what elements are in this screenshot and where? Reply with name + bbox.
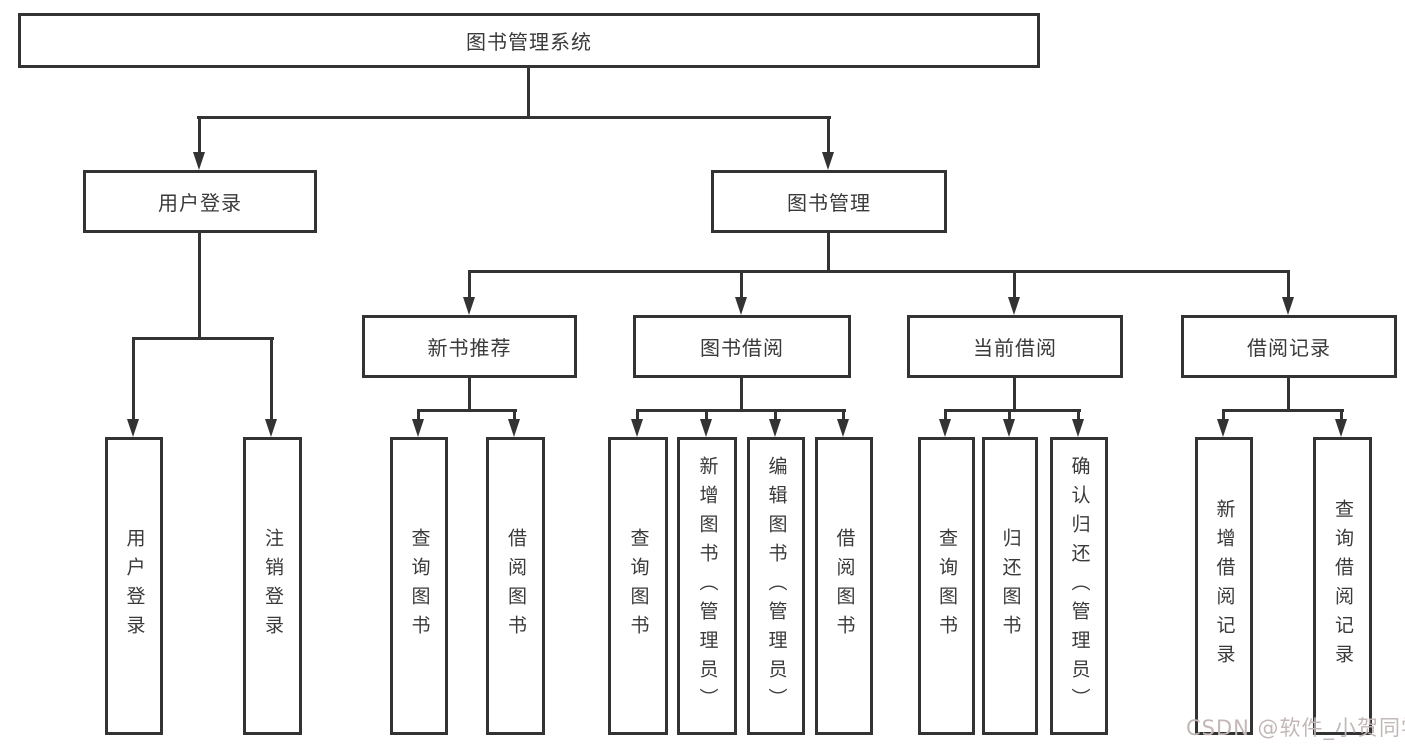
arrow-to-rec-query [412,419,424,437]
connector-to-cb-confirm [1077,412,1080,419]
arrow-to-book-borrow [735,297,747,315]
arrow-to-leaf-user-login [127,419,139,437]
connector-to-br-add [1222,412,1225,419]
arrow-to-book-mgmt [822,152,834,170]
connector-root-bar [197,116,831,119]
leaf-bb-edit-books-admin: 编辑图书（管理员） [747,437,805,735]
arrow-to-bb-edit [769,419,781,437]
leaf-rec-borrow-books: 借阅图书 [486,437,545,735]
connector-to-bb-add [705,412,708,419]
connector-to-rec-borrow [513,412,516,419]
connector-to-borrow-records [1287,273,1290,297]
leaf-cb-return-books: 归还图书 [982,437,1038,735]
node-root-system: 图书管理系统 [18,13,1040,68]
arrow-to-bb-borrow [837,419,849,437]
leaf-cb-return-books-label: 归还图书 [999,528,1022,644]
leaf-user-login: 用户登录 [105,437,163,735]
connector-to-cb-return [1008,412,1011,419]
connector-to-current-borrow [1013,273,1016,297]
leaf-bb-query-books: 查询图书 [608,437,668,735]
connector-book-borrow-bar [636,409,846,412]
arrow-to-cb-return [1003,419,1015,437]
arrow-to-current-borrow [1008,297,1020,315]
leaf-cb-confirm-return-admin: 确认归还（管理员） [1050,437,1108,735]
leaf-bb-borrow-books: 借阅图书 [815,437,873,735]
leaf-bb-add-books-admin: 新增图书（管理员） [677,437,737,735]
csdn-watermark: CSDN @软件_小贺同学 [1186,716,1405,740]
connector-to-leaf-user-login [132,340,135,419]
connector-book-borrow-stem [740,378,743,409]
leaf-logout: 注销登录 [243,437,302,735]
arrow-to-leaf-logout [265,419,277,437]
connector-borrow-records-stem [1287,378,1290,409]
connector-user-login-bar [132,337,274,340]
leaf-logout-label: 注销登录 [262,528,284,644]
arrow-to-user-login [193,152,205,170]
connector-book-mgmt-stem [827,233,830,270]
arrow-to-new-book-rec [463,297,475,315]
connector-to-rec-query [417,412,420,419]
leaf-bb-add-books-admin-label: 新增图书（管理员） [696,455,719,717]
connector-borrow-records-bar [1222,409,1344,412]
leaf-br-add-record: 新增借阅记录 [1195,437,1253,735]
connector-to-bb-edit [774,412,777,419]
leaf-br-query-record-label: 查询借阅记录 [1332,499,1354,673]
leaf-rec-query-books: 查询图书 [390,437,448,735]
connector-to-cb-query [944,412,947,419]
connector-book-mgmt-bar [468,270,1290,273]
connector-to-book-mgmt [827,119,830,152]
arrow-to-bb-add [700,419,712,437]
arrow-to-br-add [1217,419,1229,437]
node-new-book-rec: 新书推荐 [362,315,577,378]
connector-current-borrow-stem [1013,378,1016,409]
leaf-bb-edit-books-admin-label: 编辑图书（管理员） [765,455,788,717]
connector-to-bb-borrow [842,412,845,419]
connector-new-book-rec-stem [468,378,471,409]
connector-to-bb-query [636,412,639,419]
leaf-cb-confirm-return-admin-label: 确认归还（管理员） [1068,455,1091,717]
node-borrow-records: 借阅记录 [1181,315,1397,378]
arrow-to-rec-borrow [508,419,520,437]
leaf-cb-query-books: 查询图书 [918,437,975,735]
connector-to-leaf-logout [270,340,273,419]
leaf-br-query-record: 查询借阅记录 [1313,437,1372,735]
leaf-rec-query-books-label: 查询图书 [408,528,431,644]
node-current-borrow: 当前借阅 [907,315,1123,378]
node-book-borrow: 图书借阅 [633,315,851,378]
connector-user-login-stem [198,233,201,337]
arrow-to-cb-query [939,419,951,437]
connector-root-stem [527,68,530,118]
connector-new-book-rec-bar [417,409,517,412]
leaf-cb-query-books-label: 查询图书 [936,528,958,644]
arrow-to-borrow-records [1282,297,1294,315]
arrow-to-cb-confirm [1072,419,1084,437]
connector-current-borrow-bar [944,409,1081,412]
connector-to-user-login [198,119,201,152]
node-user-login: 用户登录 [83,170,317,233]
connector-to-br-query [1340,412,1343,419]
connector-to-new-book-rec [468,273,471,297]
leaf-user-login-label: 用户登录 [123,528,146,644]
leaf-bb-borrow-books-label: 借阅图书 [833,528,856,644]
arrow-to-bb-query [631,419,643,437]
leaf-bb-query-books-label: 查询图书 [627,528,650,644]
connector-to-book-borrow [740,273,743,297]
leaf-br-add-record-label: 新增借阅记录 [1213,499,1236,673]
node-book-mgmt: 图书管理 [711,170,947,233]
arrow-to-br-query [1335,419,1347,437]
leaf-rec-borrow-books-label: 借阅图书 [505,528,527,644]
